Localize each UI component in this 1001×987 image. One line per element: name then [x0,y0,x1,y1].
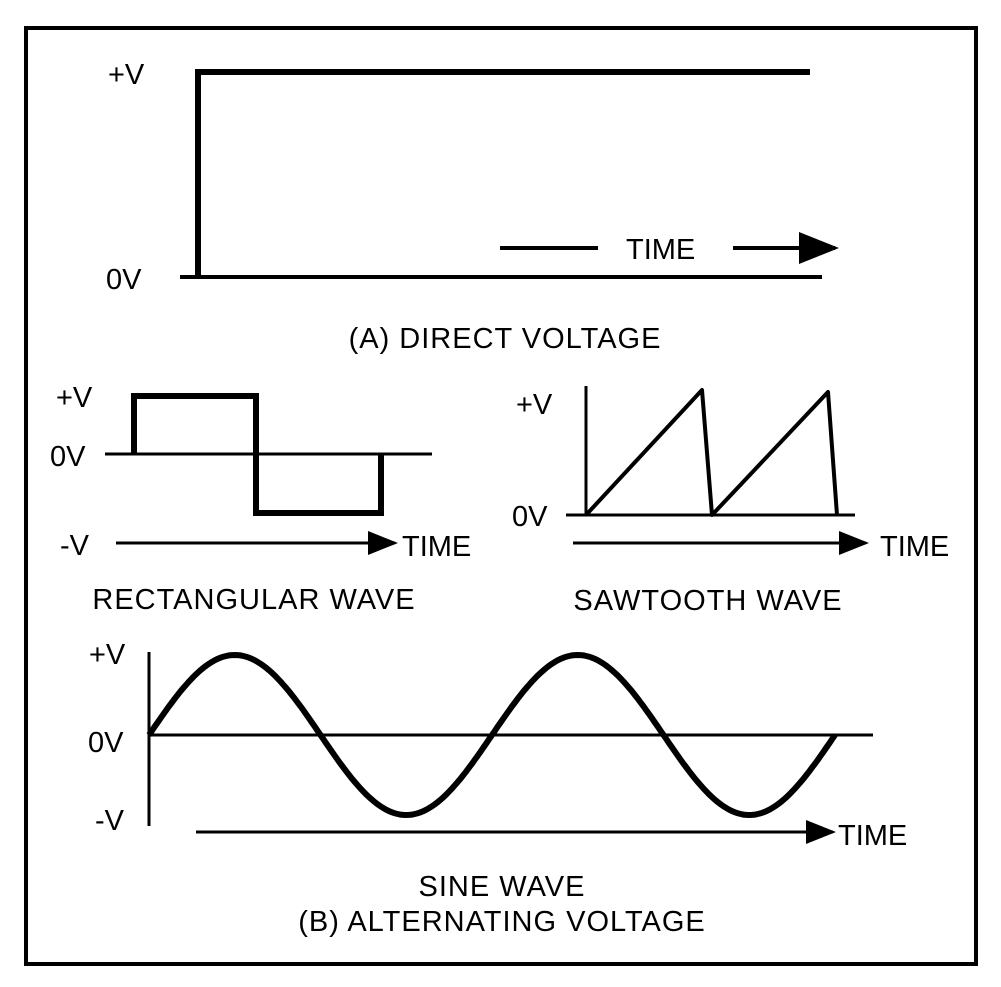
saw-time-label: TIME [880,531,949,563]
direct-voltage-trace [195,69,810,277]
direct-time-label: TIME [626,234,695,266]
sine-wave-trace [146,651,838,819]
sine-plus-v-label: +V [89,639,126,671]
sine-wave-caption: SINE WAVE [419,871,586,903]
sawtooth-wave-trace [584,388,839,517]
rect-plus-v-label: +V [56,382,93,414]
sine-time-label: TIME [838,820,907,852]
sine-wave-panel: +V 0V -V TIME SINE WAVE [88,639,907,903]
sawtooth-wave-caption: SAWTOOTH WAVE [573,585,842,617]
direct-zero-v-label: 0V [106,264,142,296]
sine-minus-v-label: -V [95,805,125,837]
diagram-frame [24,26,978,966]
saw-plus-v-label: +V [516,389,553,421]
rect-time-label: TIME [402,531,471,563]
rect-zero-v-label: 0V [50,441,86,473]
sawtooth-wave-panel: +V 0V TIME SAWTOOTH WAVE [512,386,949,617]
sine-zero-v-label: 0V [88,727,124,759]
direct-caption: (A) DIRECT VOLTAGE [349,323,662,355]
rectangular-wave-caption: RECTANGULAR WAVE [92,584,415,616]
rectangular-wave-trace [131,393,384,516]
alternating-voltage-caption: (B) ALTERNATING VOLTAGE [298,906,706,938]
saw-zero-v-label: 0V [512,501,548,533]
rect-minus-v-label: -V [60,530,90,562]
rectangular-wave-panel: +V 0V -V TIME RECTANGULAR WAVE [50,382,471,616]
direct-plus-v-label: +V [108,59,145,91]
direct-voltage-panel: +V 0V TIME (A) DIRECT VOLTAGE [106,59,839,355]
